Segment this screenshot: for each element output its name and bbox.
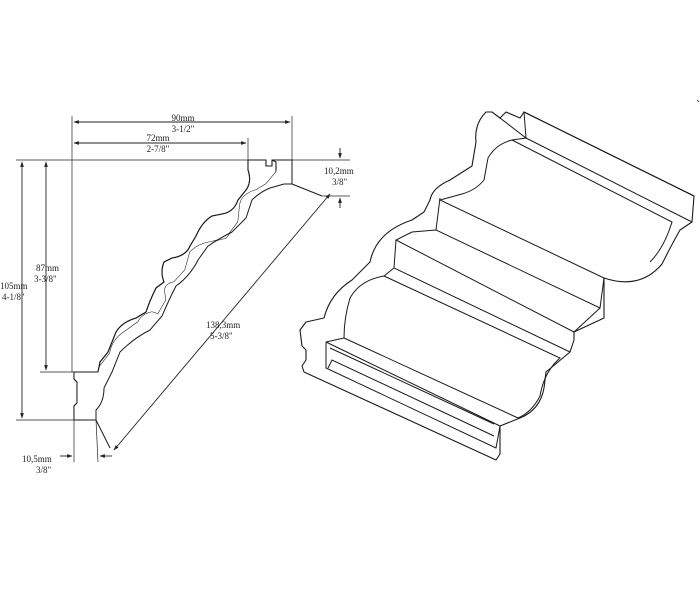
- label-total-height-metric: 105mm: [0, 281, 28, 291]
- isometric-top-ridge: [499, 111, 695, 223]
- label-face-height-imperial: 3-3/8": [34, 274, 57, 284]
- profile-back-chamfer: [74, 160, 292, 420]
- label-diagonal-metric: 138,3mm: [206, 320, 240, 330]
- isometric-bottom-fillet: [325, 337, 501, 449]
- isometric-large-cove: [343, 275, 561, 419]
- label-top-width-metric: 90mm: [171, 113, 194, 123]
- isometric-upper-cove: [438, 139, 673, 279]
- isometric-end-profile: [299, 111, 695, 461]
- label-top-thickness-imperial: 3/8": [332, 177, 348, 187]
- label-total-height-imperial: 4-1/8": [2, 292, 25, 302]
- dimension-labels: 90mm 3-1/2" 72mm 2-7/8" 10,2mm 3/8" 105m…: [0, 113, 354, 475]
- label-top-width-imperial: 3-1/2": [172, 124, 195, 134]
- isometric-middle-step: [383, 239, 571, 353]
- label-bottom-thickness-imperial: 3/8": [36, 465, 52, 475]
- profile-top-edge: [248, 159, 293, 185]
- label-diagonal-imperial: 5-3/8": [210, 331, 233, 341]
- isometric-bottom-step: [327, 347, 495, 437]
- label-face-width-imperial: 2-7/8": [147, 144, 170, 154]
- dimension-diagonal: [113, 193, 331, 451]
- dimension-lines: [16, 116, 350, 463]
- label-top-thickness-metric: 10,2mm: [324, 166, 354, 176]
- label-face-width-metric: 72mm: [146, 133, 169, 143]
- label-bottom-thickness-metric: 10,5mm: [22, 454, 52, 464]
- molding-profile-section: [73, 159, 323, 449]
- molding-isometric-view: [299, 111, 695, 461]
- label-face-height-metric: 87mm: [36, 263, 59, 273]
- corner-mark: [696, 99, 700, 103]
- profile-face-curve: [74, 183, 285, 421]
